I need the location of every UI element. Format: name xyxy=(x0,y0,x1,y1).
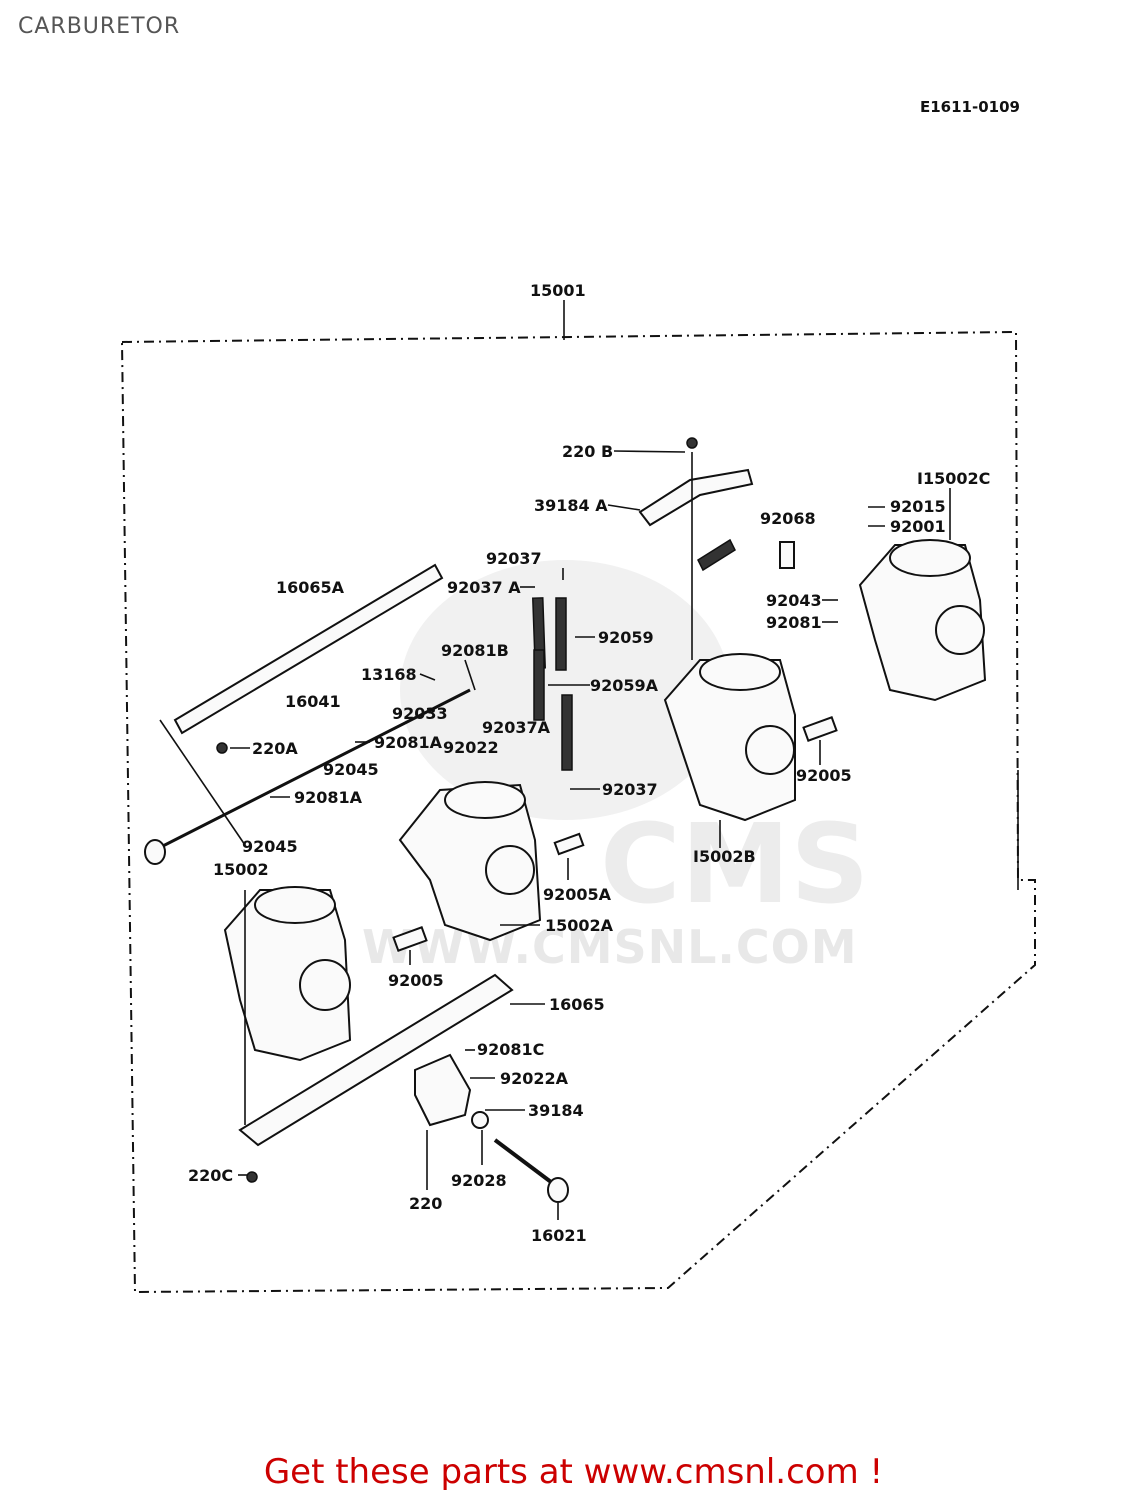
label-92059a: 92059A xyxy=(590,676,659,695)
label-15002c: I15002C xyxy=(917,469,990,488)
carburetor-15002c xyxy=(858,539,987,702)
label-92045-1: 92045 xyxy=(323,760,379,779)
label-220a: 220A xyxy=(252,739,298,758)
label-92005a: 92005A xyxy=(543,885,612,904)
screw-220a xyxy=(216,742,228,754)
label-92081-right: 92081 xyxy=(766,613,822,632)
label-16065: 16065 xyxy=(549,995,605,1014)
label-92005-right: 92005 xyxy=(796,766,852,785)
bracket-39184 xyxy=(414,1053,472,1127)
label-92059: 92059 xyxy=(598,628,654,647)
tube-92059a-2 xyxy=(561,694,573,771)
label-92037a-top: 92037 A xyxy=(447,578,521,597)
label-92037a-mid: 92037A xyxy=(482,718,551,737)
carburetor-15002b xyxy=(663,653,796,822)
leader-lines xyxy=(159,450,1019,1220)
label-39184: 39184 xyxy=(528,1101,584,1120)
rail-16065a xyxy=(173,563,444,735)
watermark-logo-text: CMS xyxy=(600,800,870,928)
label-220b: 220 B xyxy=(562,442,613,461)
label-92015: 92015 xyxy=(890,497,946,516)
joint-92005-left xyxy=(392,926,428,952)
spacer-92068 xyxy=(779,541,795,569)
joint-92005a xyxy=(553,832,585,856)
label-92045-2: 92045 xyxy=(242,837,298,856)
watermark-url: WWW.CMSNL.COM xyxy=(362,920,858,974)
rail-16065 xyxy=(238,973,514,1147)
footer-link[interactable]: Get these parts at www.cmsnl.com ! xyxy=(263,1452,884,1492)
screw-220c xyxy=(246,1171,258,1183)
label-13168: 13168 xyxy=(361,665,417,684)
label-16021: 16021 xyxy=(531,1226,587,1245)
label-16041: 16041 xyxy=(285,692,341,711)
label-92068: 92068 xyxy=(760,509,816,528)
label-15002b: I5002B xyxy=(693,847,756,866)
joint-92005-right xyxy=(802,716,838,742)
washer-92028 xyxy=(471,1111,489,1129)
rod-end-16041 xyxy=(144,839,166,865)
page-title: CARBURETOR xyxy=(18,14,181,39)
label-16065a: 16065A xyxy=(276,578,345,597)
label-92037-top: 92037 xyxy=(486,549,542,568)
label-15002: 15002 xyxy=(213,860,269,879)
tube-92059 xyxy=(555,597,567,671)
carburetor-15002 xyxy=(223,886,352,1062)
label-92081c: 92081C xyxy=(477,1040,544,1059)
label-92037-bottom: 92037 xyxy=(602,780,658,799)
label-15002a: 15002A xyxy=(545,916,614,935)
label-220: 220 xyxy=(409,1194,442,1213)
label-220c: 220C xyxy=(188,1166,233,1185)
label-92081a-1: 92081A xyxy=(374,733,443,752)
label-39184a: 39184 A xyxy=(534,496,608,515)
screw-16021 xyxy=(547,1177,569,1203)
label-92081a-2: 92081A xyxy=(294,788,363,807)
label-92001: 92001 xyxy=(890,517,946,536)
label-92081b: 92081B xyxy=(441,641,509,660)
label-92028: 92028 xyxy=(451,1171,507,1190)
bracket-39184a xyxy=(638,468,754,527)
label-92033: 92033 xyxy=(392,704,448,723)
diagram-code: E1611-0109 xyxy=(920,98,1020,116)
screw-220b xyxy=(686,437,698,449)
carburetor-15002a xyxy=(398,781,542,942)
spring-92068 xyxy=(697,538,736,572)
assembly-frame xyxy=(120,330,1036,1294)
label-92022a: 92022A xyxy=(500,1069,569,1088)
label-92043: 92043 xyxy=(766,591,822,610)
label-92005-left: 92005 xyxy=(388,971,444,990)
tube-92059a-1 xyxy=(533,649,545,721)
label-15001: 15001 xyxy=(530,281,586,300)
label-92022: 92022 xyxy=(443,738,499,757)
